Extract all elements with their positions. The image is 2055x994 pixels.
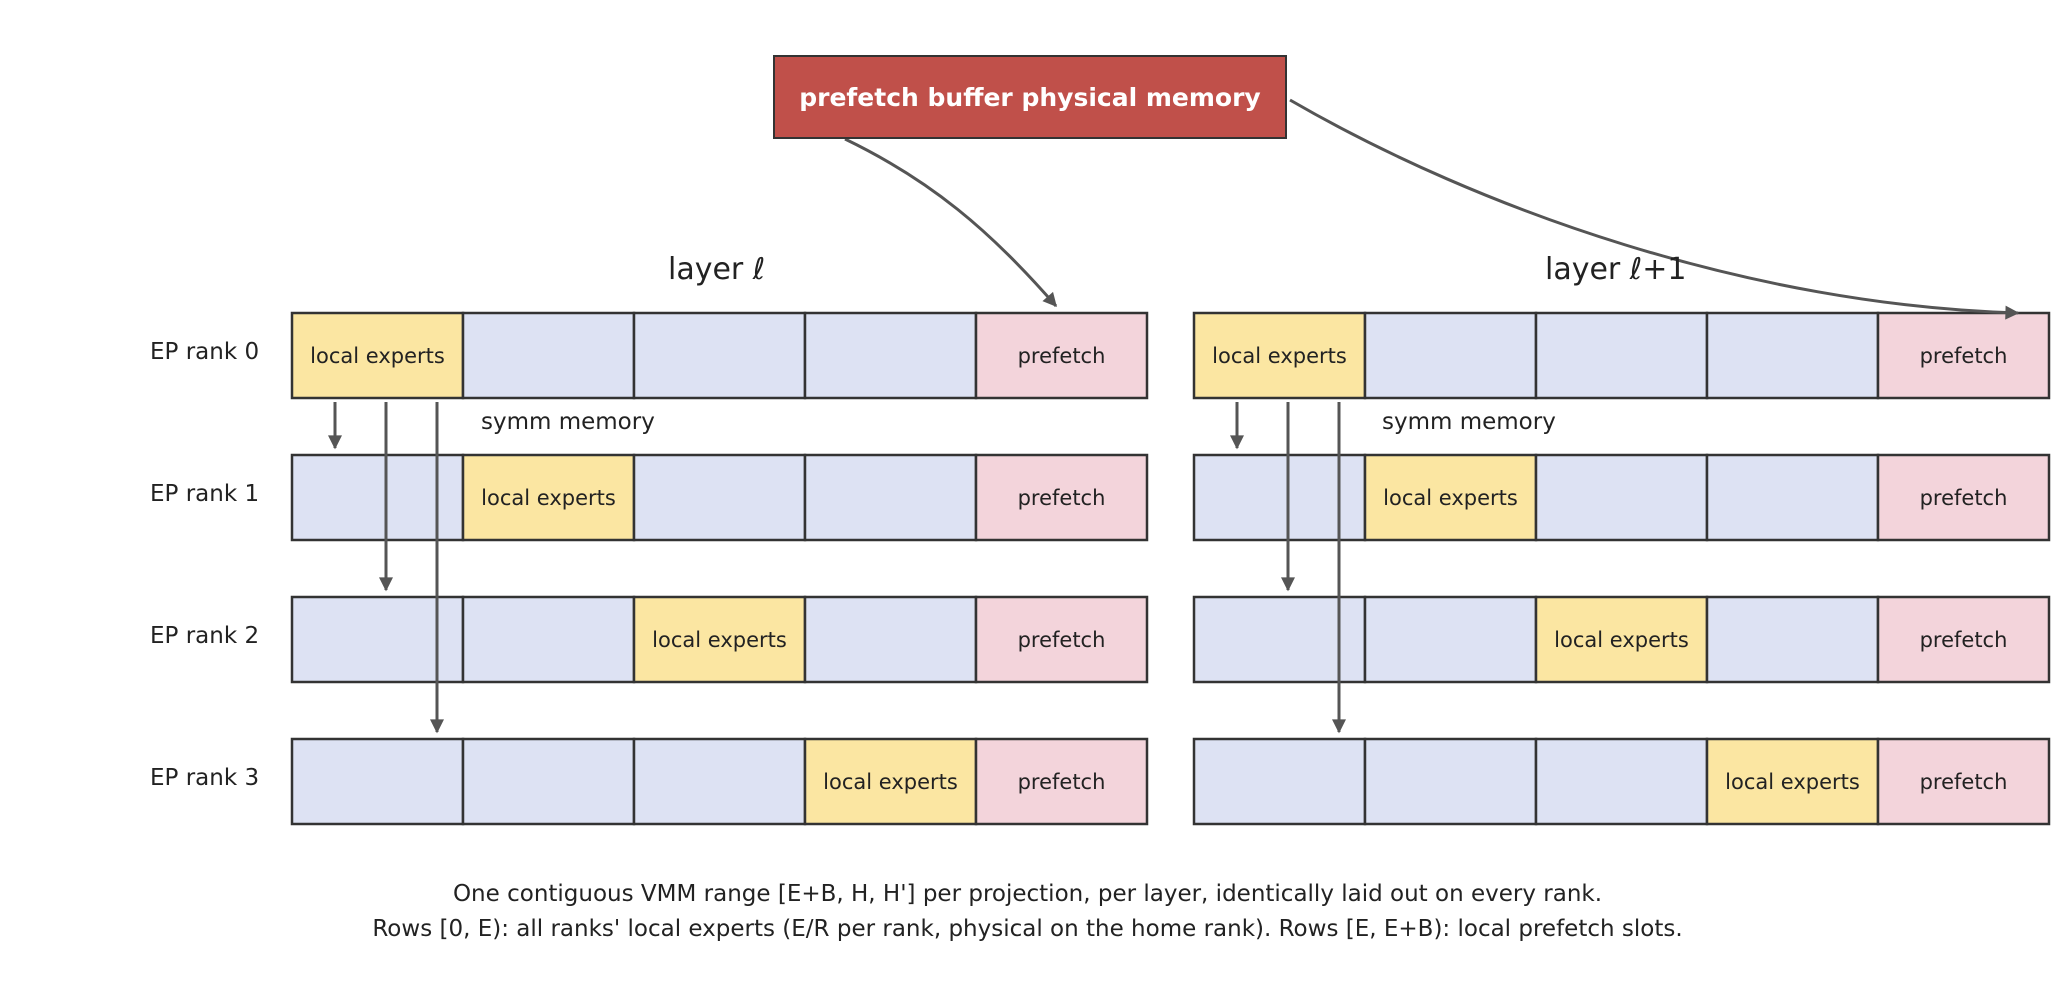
prefetch-label-layer0-rank0: prefetch	[1017, 343, 1106, 368]
local-block-layer0-rank2-col2	[632, 595, 807, 684]
prefetch-label-layer1-rank0: prefetch	[1919, 343, 2008, 368]
remote-block-layer1-rank1-col2	[1534, 453, 1709, 542]
local-label-layer1-rank3: local experts	[1725, 769, 1860, 794]
arrows	[328, 98, 2020, 734]
prefetch-buffer-box: prefetch buffer physical memory	[773, 55, 1287, 139]
symm-memory-label-l1: symm memory	[1382, 409, 1556, 435]
remote-block-layer1-rank3-col1	[1363, 737, 1538, 826]
prefetch-block-layer0-rank0-col4	[974, 311, 1149, 400]
remote-block-layer0-rank3-col2	[632, 737, 807, 826]
prefetch-block-layer0-rank1-col4	[974, 453, 1149, 542]
prefetch-arrow-layer-l	[844, 137, 1058, 308]
prefetch-block-layer1-rank2-col4	[1876, 595, 2051, 684]
remote-block-layer0-rank3-col0	[290, 737, 465, 826]
remote-block-layer0-rank0-col1	[461, 311, 636, 400]
caption-line-1: One contiguous VMM range [E+B, H, H'] pe…	[452, 881, 1603, 907]
local-block-layer0-rank1-col1	[461, 453, 636, 542]
prefetch-label-layer1-rank3: prefetch	[1919, 769, 2008, 794]
remote-block-layer0-rank1-col2	[632, 453, 807, 542]
local-label-layer0-rank1: local experts	[481, 485, 616, 510]
local-label-layer1-rank0: local experts	[1212, 343, 1347, 368]
remote-block-layer1-rank2-col3	[1705, 595, 1880, 684]
rank-label-3: EP rank 3	[150, 765, 260, 791]
prefetch-block-layer1-rank3-col4	[1876, 737, 2051, 826]
local-label-layer0-rank0: local experts	[310, 343, 445, 368]
prefetch-block-layer1-rank1-col4	[1876, 453, 2051, 542]
remote-block-layer1-rank2-col0	[1192, 595, 1367, 684]
local-block-layer0-rank3-col3	[803, 737, 978, 826]
remote-block-layer0-rank3-col1	[461, 737, 636, 826]
prefetch-label-layer0-rank2: prefetch	[1017, 627, 1106, 652]
remote-block-layer1-rank0-col1	[1363, 311, 1538, 400]
prefetch-block-layer0-rank3-col4	[974, 737, 1149, 826]
layer-title-l: layer ℓ	[668, 252, 766, 287]
layer-title-l1: layer ℓ+1	[1545, 252, 1687, 287]
prefetch-label-layer0-rank3: prefetch	[1017, 769, 1106, 794]
remote-block-layer0-rank2-col3	[803, 595, 978, 684]
remote-block-layer0-rank2-col1	[461, 595, 636, 684]
local-label-layer0-rank3: local experts	[823, 769, 958, 794]
local-label-layer1-rank1: local experts	[1383, 485, 1518, 510]
memory-blocks	[290, 311, 2051, 826]
remote-block-layer0-rank1-col0	[290, 453, 465, 542]
remote-block-layer1-rank2-col1	[1363, 595, 1538, 684]
local-block-layer1-rank3-col3	[1705, 737, 1880, 826]
symm-memory-label-l: symm memory	[481, 409, 655, 435]
rank-label-0: EP rank 0	[150, 339, 260, 365]
remote-block-layer1-rank3-col0	[1192, 737, 1367, 826]
remote-block-layer1-rank0-col2	[1534, 311, 1709, 400]
local-label-layer0-rank2: local experts	[652, 627, 787, 652]
prefetch-block-layer1-rank0-col4	[1876, 311, 2051, 400]
prefetch-label-layer0-rank1: prefetch	[1017, 485, 1106, 510]
remote-block-layer1-rank1-col3	[1705, 453, 1880, 542]
prefetch-arrow-layer-l1	[1289, 98, 2020, 320]
remote-block-layer1-rank0-col3	[1705, 311, 1880, 400]
rank-label-2: EP rank 2	[150, 623, 260, 649]
local-label-layer1-rank2: local experts	[1554, 627, 1689, 652]
caption-line-2: Rows [0, E): all ranks' local experts (E…	[372, 916, 1683, 942]
remote-block-layer1-rank3-col2	[1534, 737, 1709, 826]
remote-block-layer0-rank1-col3	[803, 453, 978, 542]
rank-label-1: EP rank 1	[150, 481, 260, 507]
local-block-layer0-rank0-col0	[290, 311, 465, 400]
prefetch-label-layer1-rank2: prefetch	[1919, 627, 2008, 652]
remote-block-layer0-rank0-col2	[632, 311, 807, 400]
remote-block-layer0-rank0-col3	[803, 311, 978, 400]
prefetch-block-layer0-rank2-col4	[974, 595, 1149, 684]
local-block-layer1-rank1-col1	[1363, 453, 1538, 542]
prefetch-label-layer1-rank1: prefetch	[1919, 485, 2008, 510]
local-block-layer1-rank0-col0	[1192, 311, 1367, 400]
